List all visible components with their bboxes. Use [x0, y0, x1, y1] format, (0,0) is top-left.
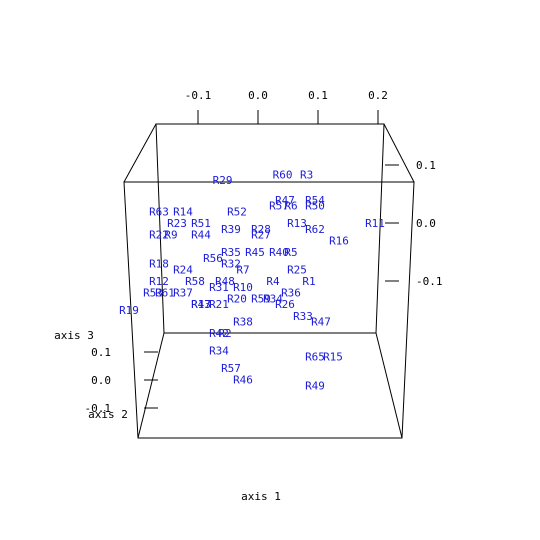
point-label: R63 — [149, 205, 169, 218]
point-label: R59 — [251, 292, 271, 305]
point-label: R32 — [221, 258, 241, 271]
point-label: R54 — [305, 194, 325, 207]
point-label: R34 — [209, 345, 229, 358]
y-tick-label: 0.1 — [91, 346, 111, 359]
point-label: R38 — [233, 316, 253, 329]
point-label: R4 — [266, 275, 280, 288]
point-label: R6 — [284, 200, 297, 213]
point-label: R7 — [236, 263, 249, 276]
box-edge-bottom-right — [375, 332, 403, 439]
box-edge-bottom-left — [137, 332, 165, 439]
z-tick-label: 0.0 — [416, 217, 436, 230]
point-label: R16 — [329, 234, 349, 247]
y-tick-label: 0.0 — [91, 374, 111, 387]
point-label: R61 — [155, 287, 175, 300]
point-label: R23 — [167, 217, 187, 230]
y-axis: -0.1 0.0 0.1 — [85, 346, 158, 415]
x-axis-title: axis 1 — [241, 490, 281, 503]
point-label: R39 — [221, 223, 241, 236]
x-tick-label: -0.1 — [185, 89, 212, 102]
point-label: R29 — [213, 174, 233, 187]
point-label: R13 — [287, 217, 307, 230]
point-label: R3 — [300, 168, 313, 181]
point-label: R43 — [191, 298, 211, 311]
box-edge-top-left — [123, 123, 157, 183]
point-label: R53 — [143, 287, 163, 300]
point-label: R5 — [284, 246, 297, 259]
point-label: R40 — [269, 246, 289, 259]
y-axis-title: axis 2 — [88, 408, 128, 421]
point-label: R49 — [305, 379, 325, 392]
point-label: R22 — [149, 229, 169, 242]
point-label: R9 — [164, 229, 177, 242]
point-label: R45 — [245, 246, 265, 259]
point-label: R46 — [233, 374, 253, 387]
z-axis: -0.1 0.0 0.1 — [385, 159, 443, 288]
point-label: R2 — [218, 327, 231, 340]
point-label: R19 — [119, 304, 139, 317]
point-label: R34 — [263, 292, 283, 305]
point-label: R58 — [185, 275, 205, 288]
point-label: R11 — [365, 217, 385, 230]
point-label: R56 — [203, 252, 223, 265]
point-label: R25 — [287, 263, 307, 276]
x-tick-label: 0.2 — [368, 89, 388, 102]
point-label: R1 — [302, 275, 315, 288]
x-tick-label: 0.0 — [248, 89, 268, 102]
point-label: R44 — [191, 229, 211, 242]
point-label: R26 — [275, 298, 295, 311]
x-tick-label: 0.1 — [308, 89, 328, 102]
point-label: R35 — [221, 246, 241, 259]
point-label: R50 — [305, 200, 325, 213]
point-label: R51 — [191, 217, 211, 230]
box-edge-top-right — [383, 123, 415, 183]
point-label: R36 — [281, 287, 301, 300]
point-label: R17 — [191, 298, 211, 311]
point-label: R62 — [305, 223, 325, 236]
point-label: R57 — [221, 362, 241, 375]
plot-box — [123, 123, 415, 439]
point-label: R37 — [173, 287, 193, 300]
point-label: R31 — [209, 281, 229, 294]
point-label: R10 — [233, 281, 253, 294]
point-label: R27 — [251, 229, 271, 242]
point-label: R42 — [209, 327, 229, 340]
point-label: R65 — [305, 350, 325, 363]
point-label: R18 — [149, 258, 169, 271]
point-label: R33 — [293, 310, 313, 323]
point-label: R24 — [173, 263, 193, 276]
point-label: R47 — [311, 316, 331, 329]
x-axis: -0.1 0.0 0.1 0.2 — [185, 89, 388, 124]
point-label: R48 — [215, 275, 235, 288]
point-label: R20 — [227, 292, 247, 305]
z-tick-label: -0.1 — [416, 275, 443, 288]
point-label: R15 — [323, 350, 343, 363]
point-label: R60 — [273, 168, 293, 181]
point-label: R47 — [275, 194, 295, 207]
point-label: R21 — [209, 298, 229, 311]
point-label: R28 — [251, 223, 271, 236]
z-tick-label: 0.1 — [416, 159, 436, 172]
point-label: R52 — [227, 205, 247, 218]
z-axis-title: axis 3 — [54, 329, 94, 342]
point-label: R14 — [173, 205, 193, 218]
point-label: R57 — [269, 200, 289, 213]
y-tick-label: -0.1 — [85, 402, 112, 415]
point-label: R12 — [149, 275, 169, 288]
